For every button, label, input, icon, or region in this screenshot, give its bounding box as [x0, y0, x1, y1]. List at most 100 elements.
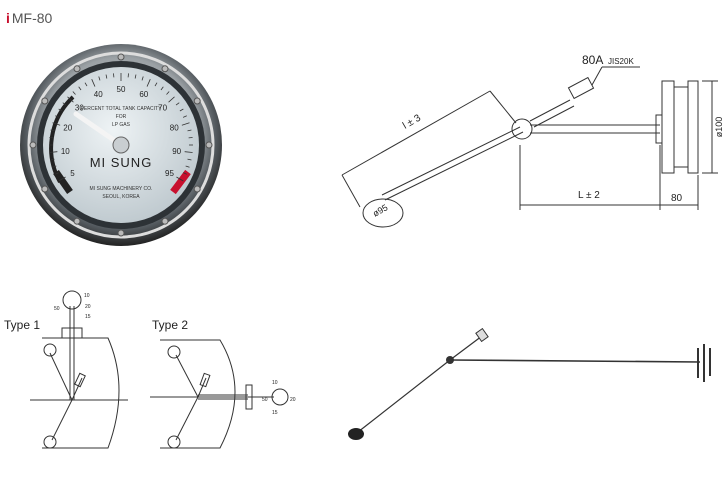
type2-mark-d: 15 [272, 410, 278, 416]
scale-label: 60 [139, 90, 148, 99]
bolt [29, 141, 37, 149]
gauge-hub [112, 136, 130, 154]
type1-tank [42, 337, 120, 449]
port-label: 80A [582, 53, 603, 67]
type1-label: Type 1 [4, 318, 41, 332]
shaft-rod [449, 359, 701, 363]
scale-tick [179, 108, 184, 112]
scale-tick [50, 158, 55, 161]
bolt [161, 217, 169, 225]
gauge-text-3: LP GAS [112, 122, 131, 128]
length-label: L ± 2 [578, 190, 600, 201]
scale-tick [50, 129, 55, 132]
gauge-text-1: PERCENT TOTAL TANK CAPACITY [81, 106, 163, 112]
scale-tick [84, 82, 88, 87]
scale-tick [58, 108, 63, 112]
gauge-bolts [29, 53, 213, 237]
arm-label: l ± 3 [401, 112, 423, 131]
scale-tick [91, 79, 96, 87]
scale-tick [154, 82, 158, 87]
gauge-maker: MI SUNG MACHINERY CO. [90, 186, 153, 192]
info-icon: i [6, 10, 10, 26]
arm-rod [357, 359, 451, 433]
bolt [193, 97, 201, 105]
gauge-brand: MI SUNG [90, 155, 153, 170]
bolt [117, 53, 125, 61]
flange-width-label: 80 [671, 193, 683, 204]
bolt [73, 217, 81, 225]
bolt [73, 65, 81, 73]
float-ball [362, 198, 404, 228]
dimension-drawing: 80A JIS20K l ± 3 ø95 L ± 2 80 ø100 [341, 53, 724, 228]
scale-tick [146, 79, 151, 87]
bolt [41, 97, 49, 105]
scale-label: 50 [117, 85, 126, 94]
type2-tank [160, 339, 236, 449]
type1-gauge [62, 290, 82, 310]
scale-tick [58, 176, 66, 182]
scale-tick [187, 129, 192, 132]
scale-tick [62, 102, 67, 106]
scale-label: 80 [170, 124, 179, 133]
scale-tick [78, 86, 82, 91]
scale-label: 20 [63, 124, 72, 133]
bolt [161, 65, 169, 73]
type1-mark-a: 10 [84, 293, 90, 299]
type2-mark-c: 20 [290, 397, 296, 403]
pivot [511, 118, 533, 140]
scale-tick [55, 172, 60, 175]
scale-label: 90 [172, 147, 181, 156]
flange [673, 86, 689, 168]
scale-tick [49, 151, 58, 153]
scale-tick [72, 91, 76, 95]
scale-tick [168, 96, 175, 103]
float-dia-label: ø95 [371, 202, 389, 218]
type1-diagram: 10 50 20 15 [30, 290, 128, 449]
type1-mark-d: 15 [85, 314, 91, 320]
type2-diagram: 10 50 20 15 [150, 339, 296, 449]
scale-tick [98, 76, 101, 81]
type2-mark-b: 50 [262, 397, 268, 403]
scale-tick [184, 151, 193, 153]
scale-label: 95 [165, 169, 174, 178]
scale-label: 30 [75, 104, 84, 113]
gauge-needle [73, 111, 124, 148]
scale-tick [160, 86, 164, 91]
pivot-3d [446, 356, 454, 364]
model-name: MF-80 [11, 10, 53, 26]
scale-tick [185, 165, 190, 168]
scale-tick [67, 96, 74, 103]
bolt [117, 229, 125, 237]
scale-tick [105, 74, 108, 79]
scale-tick [52, 165, 57, 168]
scale-tick [52, 122, 61, 126]
type1-mark-c: 20 [85, 304, 91, 310]
scale-tick [176, 176, 184, 182]
bolt [193, 185, 201, 193]
gauge-red-zone [170, 169, 191, 195]
gauge-black-zone [53, 169, 73, 195]
scale-tick [55, 115, 60, 118]
float-ball-3d [348, 428, 364, 440]
scale-tick [134, 74, 137, 79]
counterweight [567, 76, 595, 100]
scale-tick [166, 91, 170, 95]
float-arm [381, 126, 521, 196]
scale-tick [141, 76, 144, 81]
dim-arm-line [341, 90, 491, 176]
type2-gauge [271, 388, 289, 406]
scale-tick [187, 158, 192, 161]
type1-mark-b: 50 [54, 306, 60, 312]
bolt [41, 185, 49, 193]
scale-label: 70 [158, 104, 167, 113]
scale-label: 5 [70, 169, 75, 178]
gauge-text-2: FOR [116, 114, 127, 120]
perspective-drawing [348, 328, 711, 440]
bolt [205, 141, 213, 149]
scale-tick [181, 122, 190, 126]
scale-label: 10 [61, 147, 70, 156]
type2-label: Type 2 [152, 318, 189, 332]
flange-dia-label: ø100 [714, 117, 724, 138]
